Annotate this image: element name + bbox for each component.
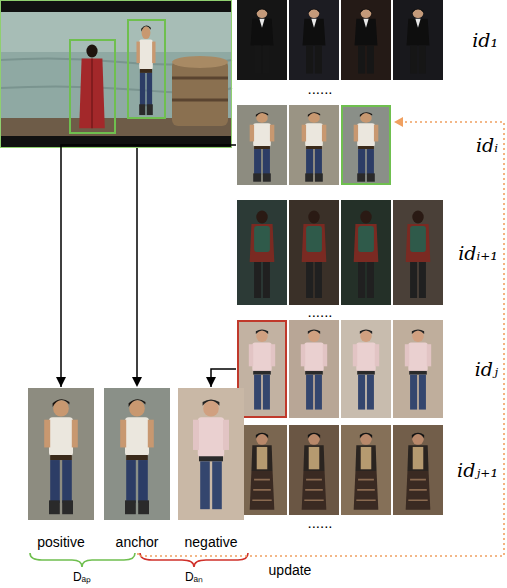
identity-label: id₁ <box>472 29 498 51</box>
identity-row: idⱼ <box>236 320 506 418</box>
update-label: update <box>269 562 312 578</box>
triplet-crop: anchor <box>104 388 170 520</box>
identity-label: idⱼ <box>475 358 498 380</box>
distance-label: Dₐₚ <box>73 568 91 585</box>
identity-label: idⱼ₊₁ <box>457 459 498 481</box>
triplet-crop: positive <box>28 388 94 520</box>
ellipsis: ...... <box>307 514 332 531</box>
identity-row: idᵢ₊₁ <box>236 200 506 305</box>
triplet-crop: negative <box>178 388 244 520</box>
identity-row: idᵢ <box>236 105 506 185</box>
triplet-caption: positive <box>37 534 84 550</box>
identity-label: idᵢ <box>476 134 498 156</box>
ellipsis: ...... <box>307 80 332 97</box>
identity-row: idⱼ₊₁ <box>236 425 506 515</box>
identity-label: idᵢ₊₁ <box>458 242 498 264</box>
distance-label: Dₐₙ <box>185 568 203 585</box>
triplet-caption: anchor <box>116 534 159 550</box>
ellipsis: ...... <box>307 303 332 320</box>
identity-row: id₁ <box>236 0 506 80</box>
connector-arrow <box>56 145 236 387</box>
triplet-caption: negative <box>185 534 238 550</box>
connector-arrow <box>206 369 236 387</box>
